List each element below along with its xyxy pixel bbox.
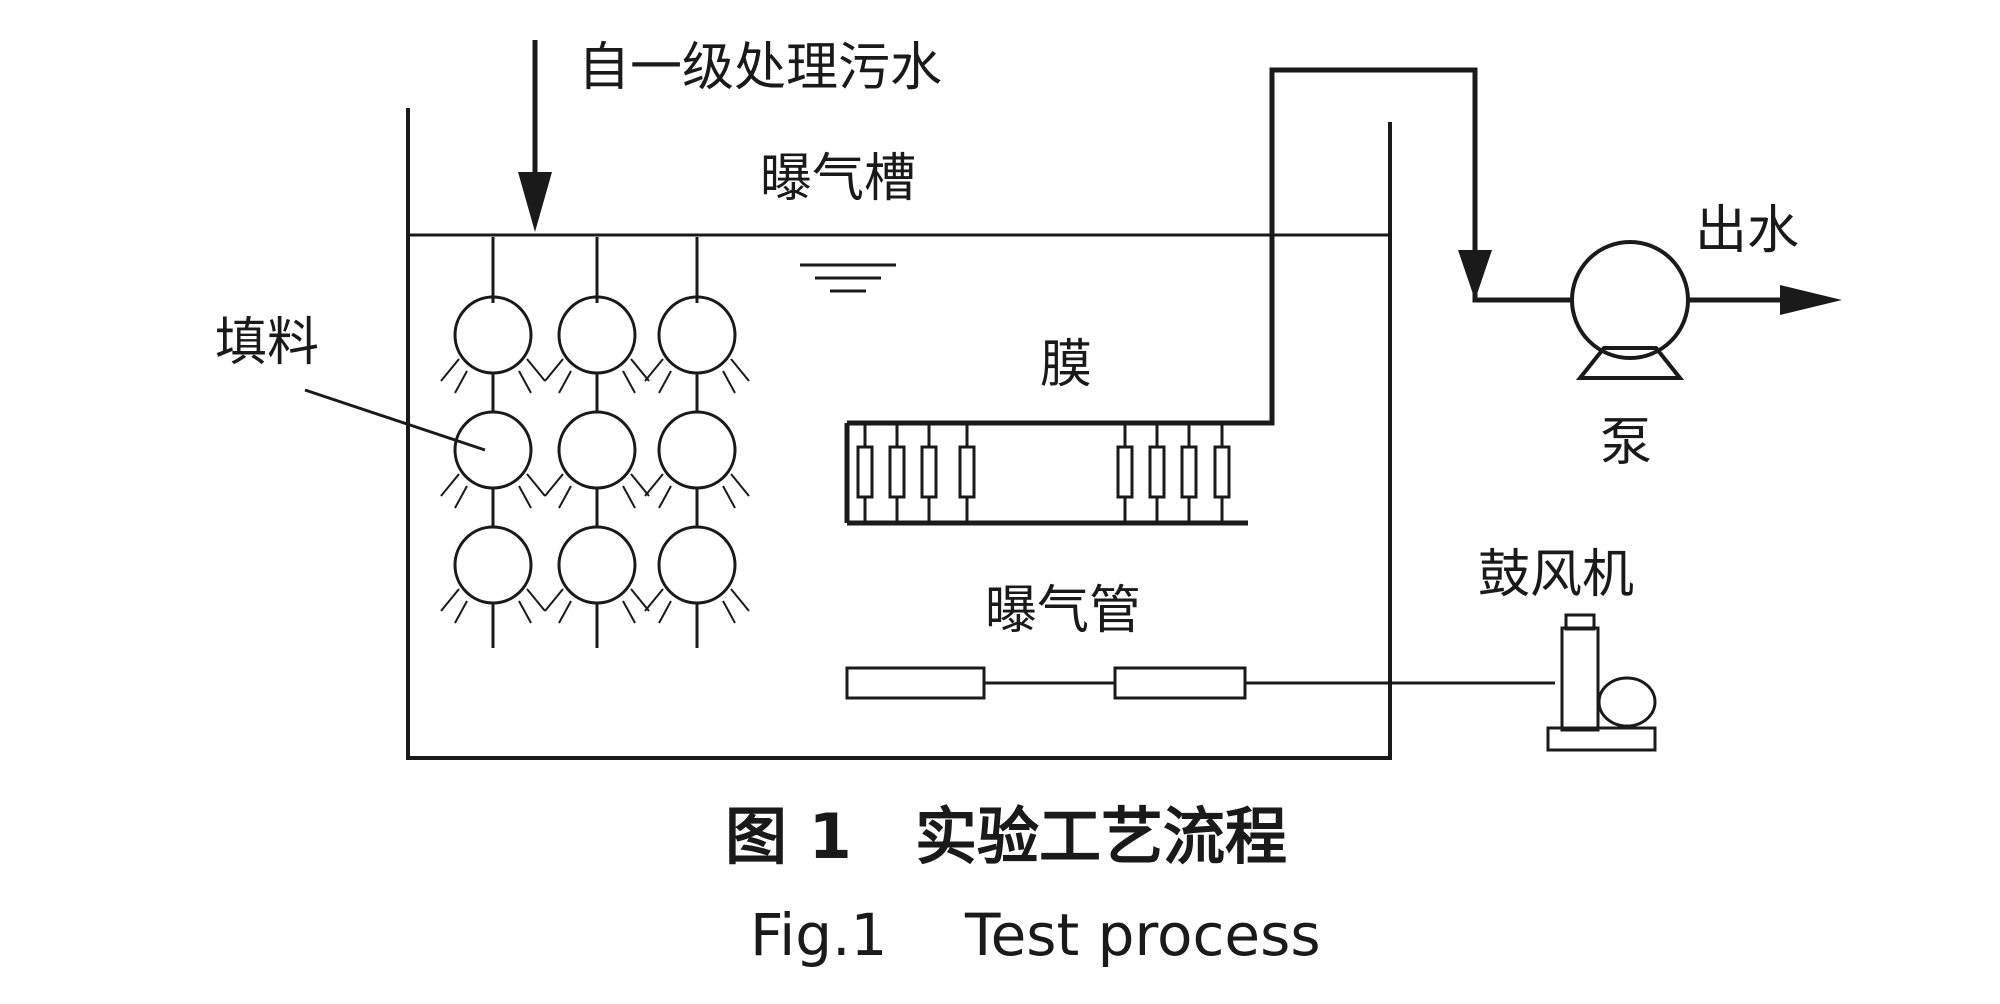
- membrane-element: [1213, 423, 1231, 523]
- inflow-label: 自一级处理污水: [578, 38, 942, 98]
- membrane-element: [920, 423, 938, 523]
- caption-cn-title: 实验工艺流程: [915, 800, 1287, 873]
- membrane-module: [844, 420, 1272, 526]
- caption-en-title: Test process: [964, 901, 1321, 969]
- filler-ball: [453, 525, 533, 605]
- filler-hangers: [491, 237, 699, 303]
- blower: [1546, 613, 1657, 752]
- membrane-label: 膜: [1040, 335, 1092, 395]
- water-level-symbol: [800, 263, 896, 293]
- membrane-element: [1180, 423, 1198, 523]
- membrane-element: [856, 423, 874, 523]
- blower-label: 鼓风机: [1478, 545, 1634, 605]
- filler-ball: [453, 410, 533, 490]
- filler-ball: [657, 410, 737, 490]
- aeration-tank: [406, 108, 1392, 760]
- caption-cn-number: 图 1: [725, 800, 852, 873]
- filler-ball: [557, 410, 637, 490]
- effluent-pipe: [1248, 67, 1572, 426]
- caption-en-number: Fig.1: [750, 901, 887, 969]
- aeration-pipe: [845, 666, 1555, 700]
- filler-media: [440, 295, 750, 648]
- outflow-label: 出水: [1695, 201, 1799, 261]
- membrane-element: [1116, 423, 1134, 523]
- filler-label: 填料: [215, 313, 319, 373]
- membrane-element: [1148, 423, 1166, 523]
- filler-ball: [557, 525, 637, 605]
- filler-ball: [657, 525, 737, 605]
- pump-label: 泵: [1600, 413, 1652, 473]
- outflow-arrow: [1688, 285, 1842, 315]
- membrane-element: [888, 423, 906, 523]
- aeration-tank-label: 曝气槽: [760, 149, 916, 209]
- pump: [1570, 240, 1690, 380]
- filler-leader-line: [304, 388, 486, 452]
- filler-ball: [557, 295, 637, 375]
- filler-ball: [657, 295, 737, 375]
- inflow-arrow: [518, 40, 552, 232]
- filler-ball: [453, 295, 533, 375]
- membrane-element: [958, 423, 976, 523]
- aeration-pipe-label: 曝气管: [985, 581, 1141, 641]
